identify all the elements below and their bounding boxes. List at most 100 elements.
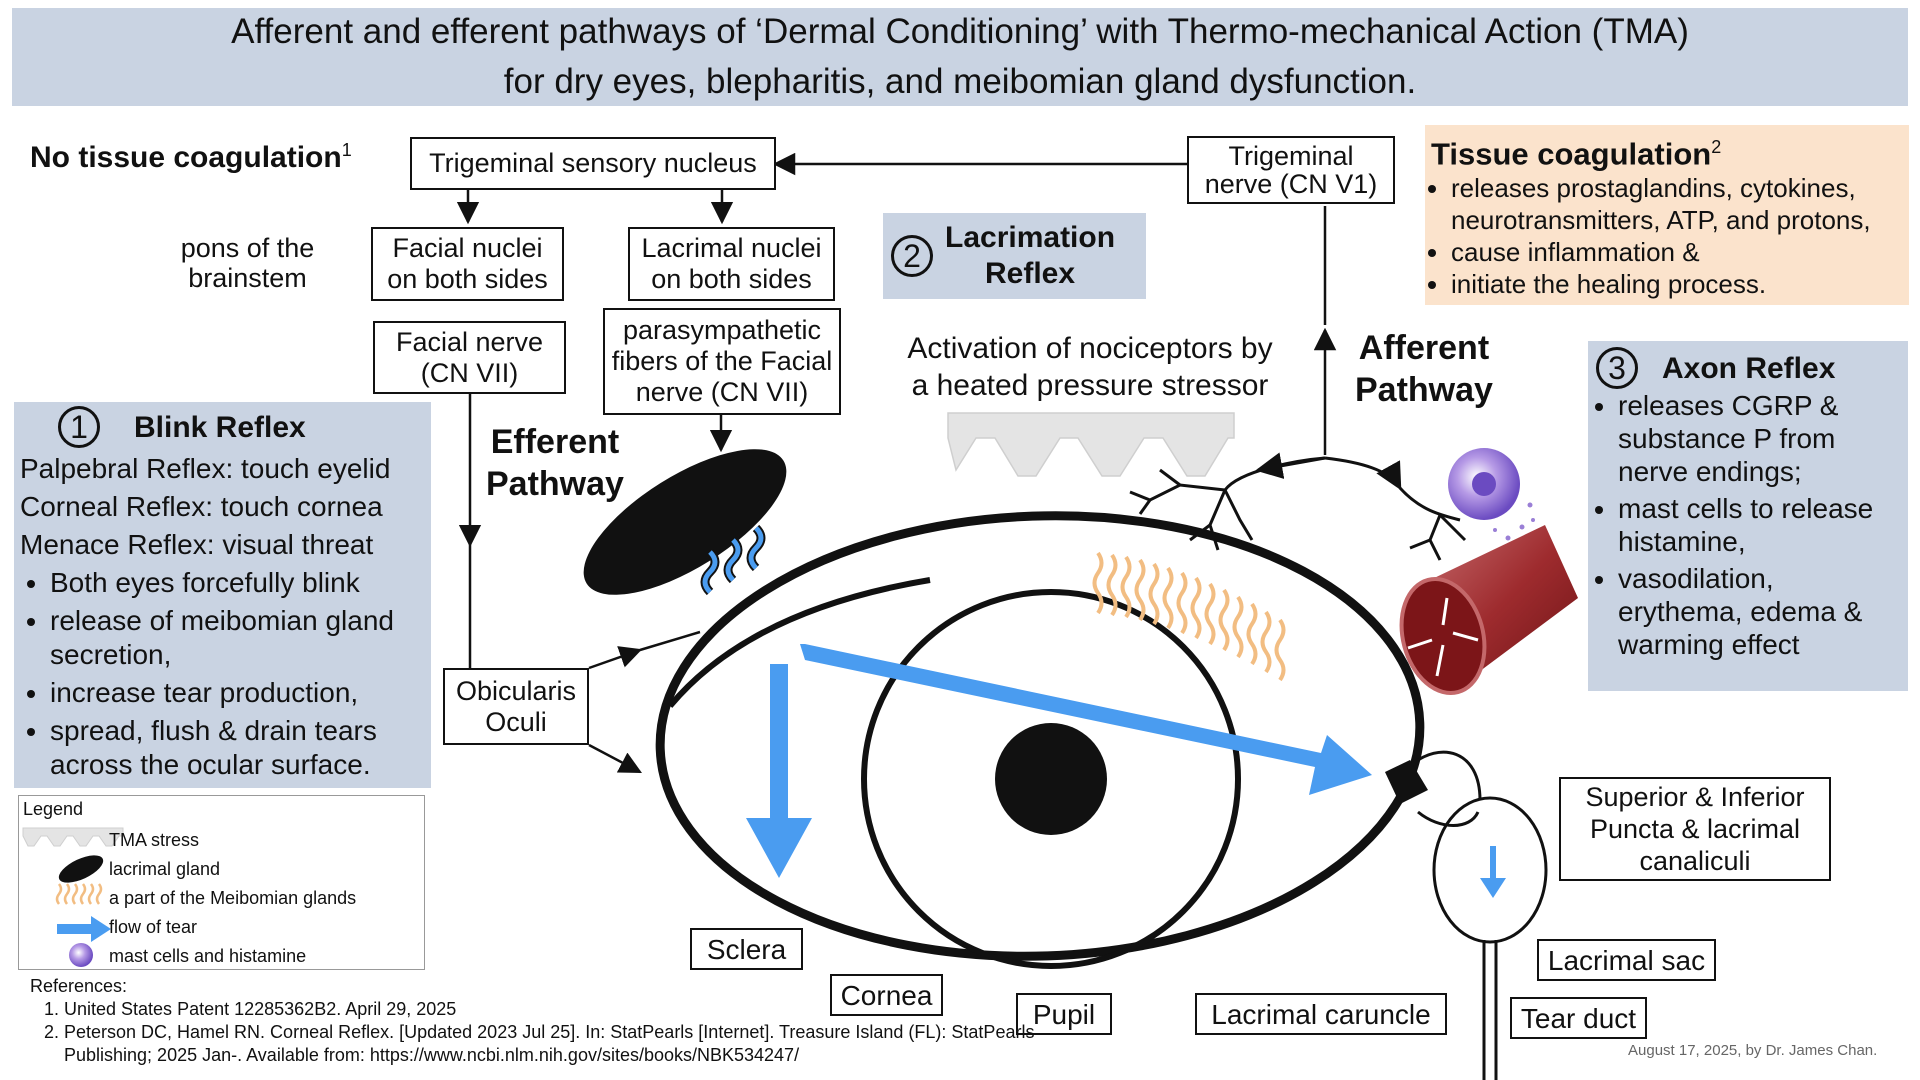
facial-nuclei-line2: on both sides <box>387 264 548 294</box>
lacrimal-sac-label: Lacrimal sac <box>1537 939 1716 981</box>
lacrimation-reflex-panel: 2 Lacrimation Reflex <box>883 213 1146 299</box>
lacrimal-caruncle-shape <box>1385 760 1428 804</box>
canaliculus-upper <box>1409 750 1482 801</box>
no-coagulation-sup: 1 <box>341 140 352 160</box>
pupil-label: Pupil <box>1016 993 1112 1035</box>
facial-nerve-line1: Facial nerve <box>395 326 544 357</box>
coagulation-item: cause inflammation & <box>1451 236 1905 268</box>
tear-duct-label: Tear duct <box>1510 997 1647 1039</box>
nociceptor-line1: Activation of nociceptors by <box>907 332 1273 365</box>
title-banner: Afferent and efferent pathways of ‘Derma… <box>12 8 1908 106</box>
pupil <box>995 723 1107 835</box>
tear-duct-text: Tear duct <box>1520 1002 1637 1034</box>
lacrimal-nuclei-line1: Lacrimal nuclei <box>641 233 822 263</box>
legend-item: flow of tear <box>109 917 198 937</box>
facial-nuclei-line1: Facial nuclei <box>392 233 543 263</box>
legend-lacrimal-gland-swatch <box>58 855 104 883</box>
axon-reflex-panel: 3 Axon Reflex releases CGRP & substance … <box>1588 341 1908 691</box>
lacrimation-line2: Reflex <box>985 257 1076 290</box>
axon-item: mast cells to release histamine, <box>1618 492 1900 558</box>
blink-item: increase tear production, <box>50 676 425 710</box>
blink-item: spread, flush & drain tears across the o… <box>50 714 425 782</box>
blink-number: 1 <box>58 406 100 448</box>
blink-line: Menace Reflex: visual threat <box>20 529 374 560</box>
parasym-line3: nerve (CN VII) <box>635 377 809 407</box>
blink-line: Corneal Reflex: touch cornea <box>20 491 383 522</box>
lid-crease <box>667 577 931 708</box>
legend-mast-cell-swatch <box>69 943 93 967</box>
lacrimal-drainage <box>1409 750 1548 1080</box>
coagulation-title: Tissue coagulation2 <box>1431 129 1905 172</box>
blink-item: release of meibomian gland secretion, <box>50 604 425 672</box>
afferent-line1: Afferent <box>1358 329 1490 367</box>
sclera-label: Sclera <box>690 928 803 970</box>
puncta-line2: Puncta & lacrimal <box>1589 814 1801 844</box>
tear-flow-arrows <box>746 644 1506 898</box>
canaliculus-lower <box>1417 810 1480 827</box>
meibomian-glands <box>1092 551 1286 682</box>
tear-flow-arrow-right <box>800 644 1372 795</box>
pons-label: pons of the brainstem <box>175 233 320 293</box>
parasym-line1: parasympathetic <box>622 315 822 345</box>
lacrimal-sac-text: Lacrimal sac <box>1547 944 1706 976</box>
legend: Legend TMA stress lacrimal gland a part … <box>18 795 425 970</box>
puncta-line3: canaliculi <box>1639 846 1751 876</box>
facial-nuclei-box: Facial nuclei on both sides <box>371 227 564 301</box>
eyelid-outline <box>655 511 1425 961</box>
efferent-line1: Efferent <box>490 423 620 461</box>
coagulation-title-text: Tissue coagulation <box>1431 136 1712 172</box>
pupil-text: Pupil <box>1032 998 1096 1030</box>
facial-nerve-box: Facial nerve (CN VII) <box>373 321 566 394</box>
blink-title: Blink Reflex <box>134 410 306 444</box>
sclera-text: Sclera <box>706 933 787 965</box>
afferent-line2: Pathway <box>1355 371 1493 409</box>
parasympathetic-box: parasympathetic fibers of the Facial ner… <box>603 308 841 415</box>
cornea-text: Cornea <box>840 979 933 1011</box>
tear-flow-arrow-down <box>746 664 812 878</box>
tissue-coagulation-panel: Tissue coagulation2 releases prostagland… <box>1425 125 1909 305</box>
cornea-label: Cornea <box>830 974 943 1016</box>
coagulation-list: releases prostaglandins, cytokines, neur… <box>1431 172 1905 300</box>
axon-title: Axon Reflex <box>1662 351 1836 385</box>
legend-item: TMA stress <box>109 830 200 850</box>
coagulation-item: initiate the healing process. <box>1451 268 1905 300</box>
no-coagulation-text: No tissue coagulation <box>30 141 342 174</box>
references-title: References: <box>30 976 128 996</box>
legend-swatches <box>22 827 124 967</box>
blink-reflex-panel: 1 Blink Reflex Palpebral Reflex: touch e… <box>14 402 431 788</box>
legend-item: mast cells and histamine <box>109 946 307 966</box>
tear-flow-arrow-sac <box>1480 846 1506 898</box>
legend-tear-flow-swatch <box>57 916 111 942</box>
efferent-pathway-label: Efferent Pathway <box>486 421 624 505</box>
credit-text: August 17, 2025, by Dr. James Chan. <box>1628 1042 1878 1059</box>
caruncle-label: Lacrimal caruncle <box>1195 993 1447 1035</box>
cornea <box>861 589 1241 969</box>
mast-cell <box>1448 448 1542 550</box>
references-list: United States Patent 12285362B2. April 2… <box>30 998 1050 1067</box>
trigeminal-nucleus-box: Trigeminal sensory nucleus <box>410 137 776 190</box>
legend-item: lacrimal gland <box>109 859 221 879</box>
nerve-endings <box>1129 456 1467 561</box>
lacrimal-nuclei-line2: on both sides <box>651 264 812 294</box>
trigeminal-nerve-line1: Trigeminal <box>1228 141 1354 171</box>
obicularis-line1: Obicularis <box>455 675 577 706</box>
lacrimation-line1: Lacrimation <box>945 221 1116 254</box>
nociceptor-label: Activation of nociceptors by a heated pr… <box>880 330 1300 404</box>
facial-nerve-line2: (CN VII) <box>420 357 519 388</box>
legend-title: Legend <box>23 799 84 819</box>
axon-item: vasodilation, erythema, edema & warming … <box>1618 562 1900 661</box>
lacrimal-gland <box>583 449 787 595</box>
trigeminal-nerve-box: Trigeminal nerve (CN V1) <box>1187 136 1395 204</box>
puncta-line1: Superior & Inferior <box>1585 782 1805 812</box>
reference-item: United States Patent 12285362B2. April 2… <box>64 998 1050 1021</box>
lacrimal-sac-shape <box>1432 796 1548 944</box>
top-connectors <box>456 152 1337 774</box>
lacrimation-number: 2 <box>891 235 933 277</box>
legend-meibomian-swatch <box>55 883 103 905</box>
axon-item: releases CGRP & substance P from nerve e… <box>1618 389 1900 488</box>
lacrimal-secretion-waves-color <box>702 526 764 594</box>
efferent-line2: Pathway <box>486 465 624 503</box>
parasym-line2: fibers of the Facial <box>611 346 833 376</box>
coagulation-sup: 2 <box>1711 137 1722 157</box>
